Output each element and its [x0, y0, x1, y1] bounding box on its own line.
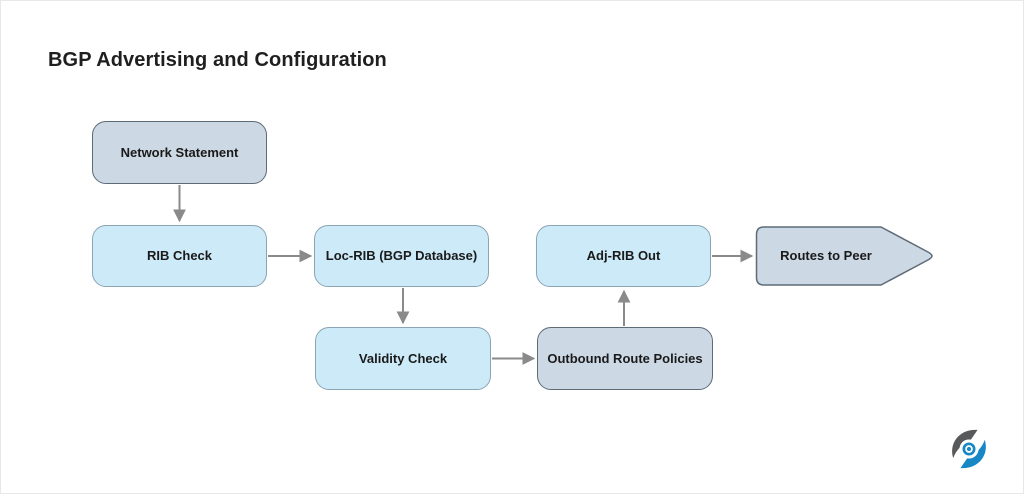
node-network-statement: Network Statement — [92, 121, 267, 184]
node-rib-check: RIB Check — [92, 225, 267, 287]
node-loc-rib: Loc-RIB (BGP Database) — [314, 225, 489, 287]
node-adj-rib-out: Adj-RIB Out — [536, 225, 711, 287]
node-outbound-route-policies: Outbound Route Policies — [537, 327, 713, 390]
page-title: BGP Advertising and Configuration — [48, 49, 387, 71]
node-label: RIB Check — [146, 248, 213, 264]
node-validity-check: Validity Check — [315, 327, 491, 390]
node-routes-to-peer: Routes to Peer — [755, 226, 935, 286]
node-label: Adj-RIB Out — [586, 248, 661, 264]
node-label: Validity Check — [358, 350, 448, 366]
node-label: Outbound Route Policies — [547, 350, 703, 366]
node-label: Routes to Peer — [780, 248, 872, 264]
node-label: Network Statement — [120, 144, 239, 160]
node-label: Loc-RIB (BGP Database) — [325, 248, 478, 264]
signpost-shape-icon — [755, 226, 933, 286]
networklessons-logo-icon — [952, 429, 986, 469]
